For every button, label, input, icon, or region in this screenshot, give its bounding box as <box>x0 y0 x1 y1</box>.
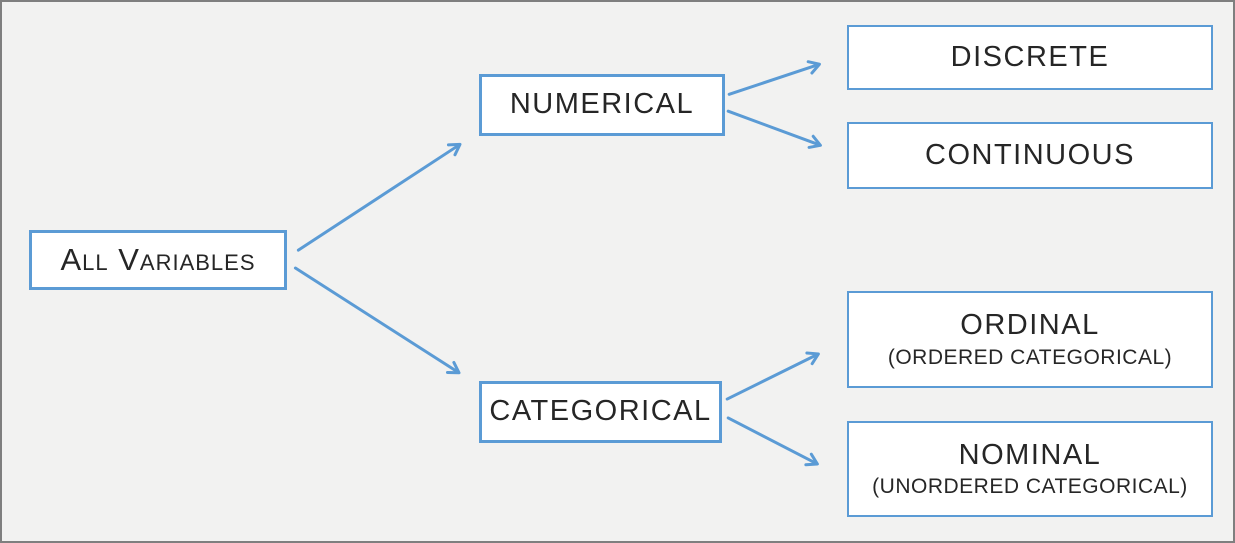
node-categorical-label: CATEGORICAL <box>489 395 712 428</box>
node-continuous-label: CONTINUOUS <box>925 138 1135 171</box>
node-all-variables-label: All Variables <box>60 241 256 277</box>
node-discrete: DISCRETE <box>847 25 1213 90</box>
arrow-categorical-to-nominal <box>726 416 819 467</box>
node-nominal-label: NOMINAL <box>958 438 1102 471</box>
arrow-categorical-to-ordinal <box>725 351 820 401</box>
node-continuous: CONTINUOUS <box>847 122 1213 189</box>
node-numerical: NUMERICAL <box>479 74 725 136</box>
node-nominal-sublabel: (UNORDERED CATEGORICAL) <box>872 475 1188 499</box>
node-discrete-label: DISCRETE <box>950 40 1110 73</box>
node-nominal: NOMINAL (UNORDERED CATEGORICAL) <box>847 421 1213 517</box>
arrow-numerical-to-discrete <box>727 60 821 96</box>
arrow-root-to-numerical <box>296 142 462 252</box>
node-ordinal-sublabel: (ORDERED CATEGORICAL) <box>887 345 1173 369</box>
node-categorical: CATEGORICAL <box>479 381 722 443</box>
arrow-root-to-categorical <box>293 266 461 375</box>
arrow-numerical-to-continuous <box>726 109 822 149</box>
node-all-variables: All Variables <box>29 230 287 290</box>
node-ordinal-label: ORDINAL <box>960 309 1100 341</box>
node-numerical-label: NUMERICAL <box>509 88 695 121</box>
node-ordinal: ORDINAL (ORDERED CATEGORICAL) <box>847 291 1213 388</box>
